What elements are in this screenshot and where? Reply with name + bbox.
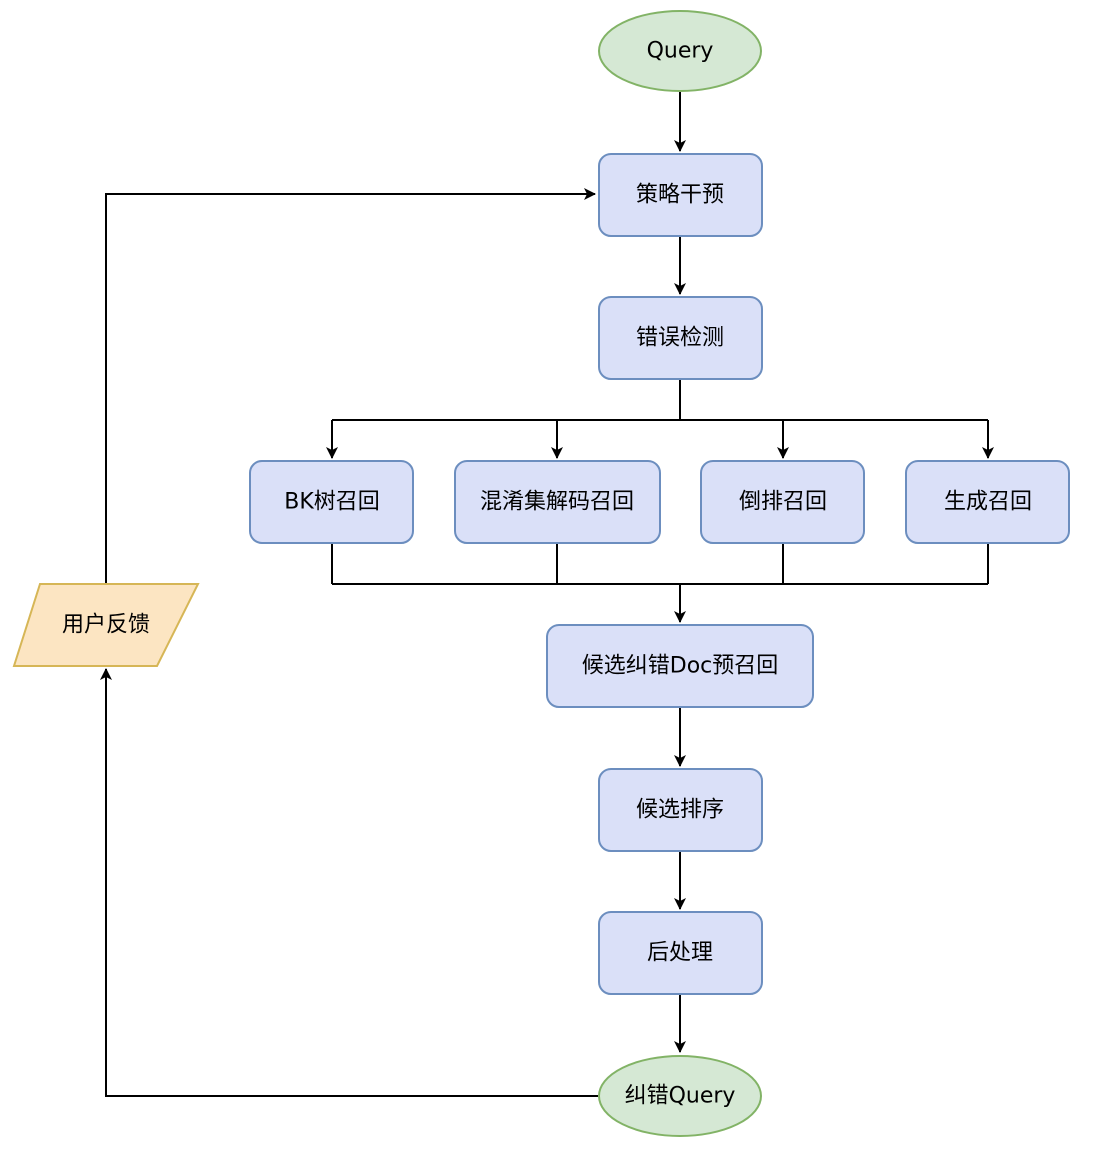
process-shape bbox=[546, 624, 814, 708]
node-label: BK树召回 bbox=[284, 490, 380, 515]
process-shape bbox=[700, 460, 865, 544]
io-shape bbox=[12, 583, 200, 667]
node-generative-recall: 生成召回 bbox=[905, 460, 1070, 544]
node-label: 生成召回 bbox=[944, 490, 1032, 515]
node-label: 混淆集解码召回 bbox=[480, 490, 634, 515]
terminal-shape bbox=[598, 1055, 762, 1137]
process-shape bbox=[454, 460, 661, 544]
node-candidate-ranking: 候选排序 bbox=[598, 768, 763, 852]
node-label: 错误检测 bbox=[636, 326, 724, 351]
edges bbox=[100, 92, 994, 1097]
node-inverted-index-recall: 倒排召回 bbox=[700, 460, 865, 544]
node-post-processing: 后处理 bbox=[598, 911, 763, 995]
node-strategy-intervention: 策略干预 bbox=[598, 153, 763, 237]
node-bk-tree-recall: BK树召回 bbox=[249, 460, 414, 544]
process-shape bbox=[598, 296, 763, 380]
node-error-detection: 错误检测 bbox=[598, 296, 763, 380]
process-shape bbox=[598, 768, 763, 852]
node-label: 倒排召回 bbox=[739, 490, 827, 515]
node-label: 策略干预 bbox=[636, 183, 724, 208]
node-label: 纠错Query bbox=[625, 1084, 736, 1109]
node-candidate-doc-prerecall: 候选纠错Doc预召回 bbox=[546, 624, 814, 708]
process-shape bbox=[249, 460, 414, 544]
terminal-shape bbox=[598, 10, 762, 92]
node-label: 候选排序 bbox=[636, 798, 724, 823]
process-shape bbox=[905, 460, 1070, 544]
node-label: 用户反馈 bbox=[62, 613, 150, 638]
process-shape bbox=[598, 911, 763, 995]
node-user-feedback: 用户反馈 bbox=[12, 583, 200, 667]
edge-user-feedback-to-strategy-intervention bbox=[105, 188, 596, 583]
edge-corrected-query-to-user-feedback bbox=[100, 668, 598, 1097]
node-label: 后处理 bbox=[647, 941, 713, 966]
node-query: Query bbox=[598, 10, 762, 92]
node-corrected-query: 纠错Query bbox=[598, 1055, 762, 1137]
process-shape bbox=[598, 153, 763, 237]
node-label: Query bbox=[647, 39, 714, 64]
node-confusion-set-decode-recall: 混淆集解码召回 bbox=[454, 460, 661, 544]
node-label: 候选纠错Doc预召回 bbox=[582, 654, 779, 679]
